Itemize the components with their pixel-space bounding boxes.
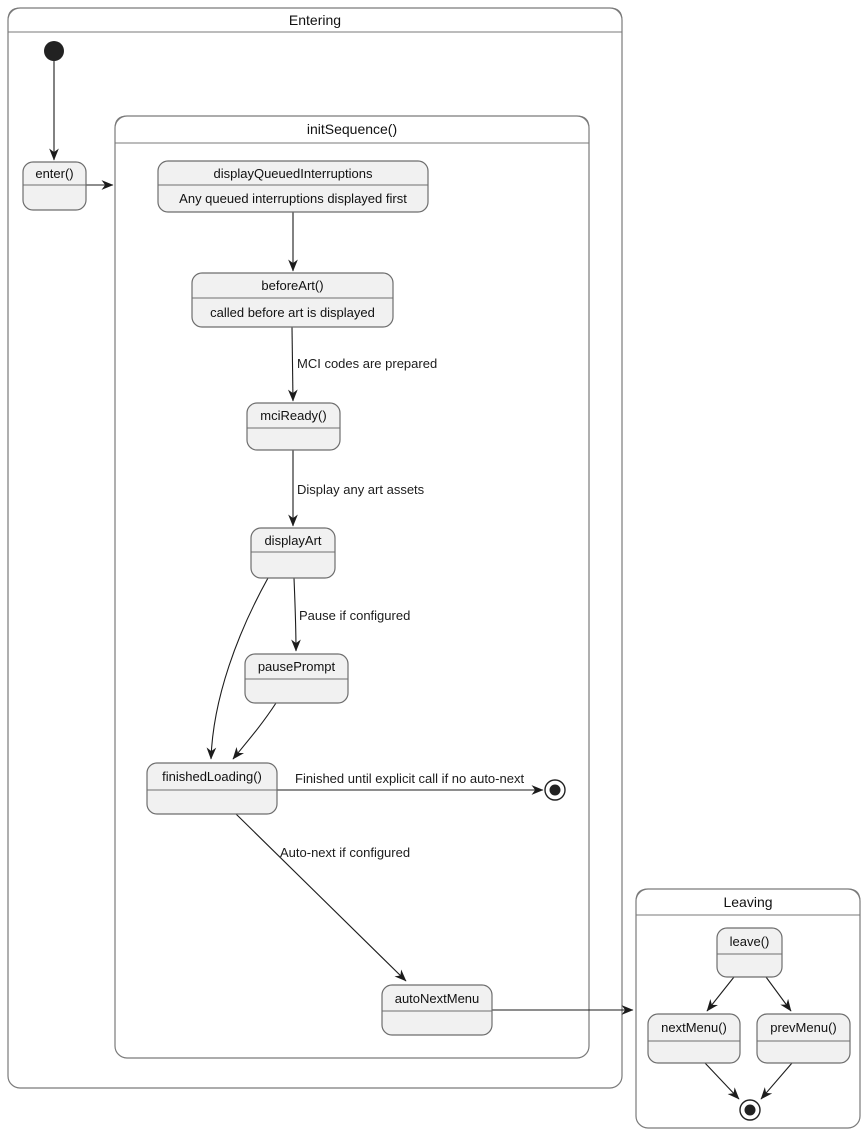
state-auto-next-menu: autoNextMenu — [381, 984, 493, 1036]
container-init-sequence: initSequence() — [114, 115, 590, 1059]
state-dqi-description: Any queued interruptions displayed first — [179, 191, 407, 206]
edges — [49, 61, 793, 1100]
edge-label-finished: Finished until explicit call if no auto-… — [295, 771, 524, 786]
edge-label-display-art: Display any art assets — [297, 482, 425, 497]
edge-prev-menu-to-final — [760, 1062, 793, 1100]
entering-title: Entering — [289, 12, 341, 28]
edge-display-art-to-pause-prompt — [291, 577, 301, 652]
state-pause-prompt-label: pausePrompt — [258, 659, 336, 674]
final-state-leaving — [739, 1099, 761, 1121]
state-mci-ready-label: mciReady() — [260, 408, 326, 423]
state-next-menu: nextMenu() — [647, 1013, 741, 1064]
state-leave: leave() — [716, 927, 783, 978]
edge-labels: MCI codes are prepared Display any art a… — [280, 356, 524, 860]
state-finished-loading-box — [146, 762, 278, 815]
state-finished-loading-label: finishedLoading() — [162, 769, 262, 784]
initial-state-dot — [44, 41, 64, 61]
edge-finished-loading-to-auto-next-menu — [235, 813, 407, 982]
state-before-art-label: beforeArt() — [261, 278, 323, 293]
state-dqi-box — [157, 160, 429, 213]
edge-display-art-to-finished-loading — [206, 577, 269, 760]
edge-next-menu-to-final — [704, 1062, 740, 1100]
state-next-menu-box — [647, 1013, 741, 1064]
edge-pause-prompt-to-finished-loading — [232, 702, 277, 760]
final-state-inner-dot — [744, 1104, 756, 1116]
state-mci-ready-box — [246, 402, 341, 451]
state-mci-ready: mciReady() — [246, 402, 341, 451]
edge-label-mci-codes: MCI codes are prepared — [297, 356, 437, 371]
state-dqi-label: displayQueuedInterruptions — [214, 166, 373, 181]
state-prev-menu-label: prevMenu() — [770, 1020, 836, 1035]
state-leave-label: leave() — [730, 934, 770, 949]
state-enter: enter() — [22, 161, 87, 211]
state-next-menu-label: nextMenu() — [661, 1020, 727, 1035]
state-display-art-box — [250, 527, 336, 579]
edge-label-pause: Pause if configured — [299, 608, 410, 623]
state-prev-menu-box — [756, 1013, 851, 1064]
state-auto-next-menu-label: autoNextMenu — [395, 991, 480, 1006]
state-before-art-box — [191, 272, 394, 328]
state-display-art-label: displayArt — [264, 533, 321, 548]
init-sequence-title: initSequence() — [307, 121, 397, 137]
state-auto-next-menu-box — [381, 984, 493, 1036]
edge-label-auto-next: Auto-next if configured — [280, 845, 410, 860]
state-display-art: displayArt — [250, 527, 336, 579]
edge-leave-to-next-menu — [706, 976, 735, 1012]
leaving-border — [635, 888, 861, 1129]
edge-before-art-to-mci-ready — [288, 326, 298, 402]
state-finished-loading: finishedLoading() — [146, 762, 278, 815]
state-before-art-description: called before art is displayed — [210, 305, 375, 320]
final-state-inner-dot — [549, 784, 561, 796]
leaving-title: Leaving — [723, 894, 772, 910]
final-state-no-auto-next — [544, 779, 566, 801]
state-display-queued-interruptions: displayQueuedInterruptions Any queued in… — [157, 160, 429, 213]
state-before-art: beforeArt() called before art is display… — [191, 272, 394, 328]
edge-leave-to-prev-menu — [765, 976, 792, 1012]
init-sequence-border — [114, 115, 590, 1059]
container-leaving: Leaving — [635, 888, 861, 1129]
state-leave-box — [716, 927, 783, 978]
state-prev-menu: prevMenu() — [756, 1013, 851, 1064]
state-enter-box — [22, 161, 87, 211]
state-enter-label: enter() — [35, 166, 73, 181]
state-pause-prompt: pausePrompt — [244, 653, 349, 704]
